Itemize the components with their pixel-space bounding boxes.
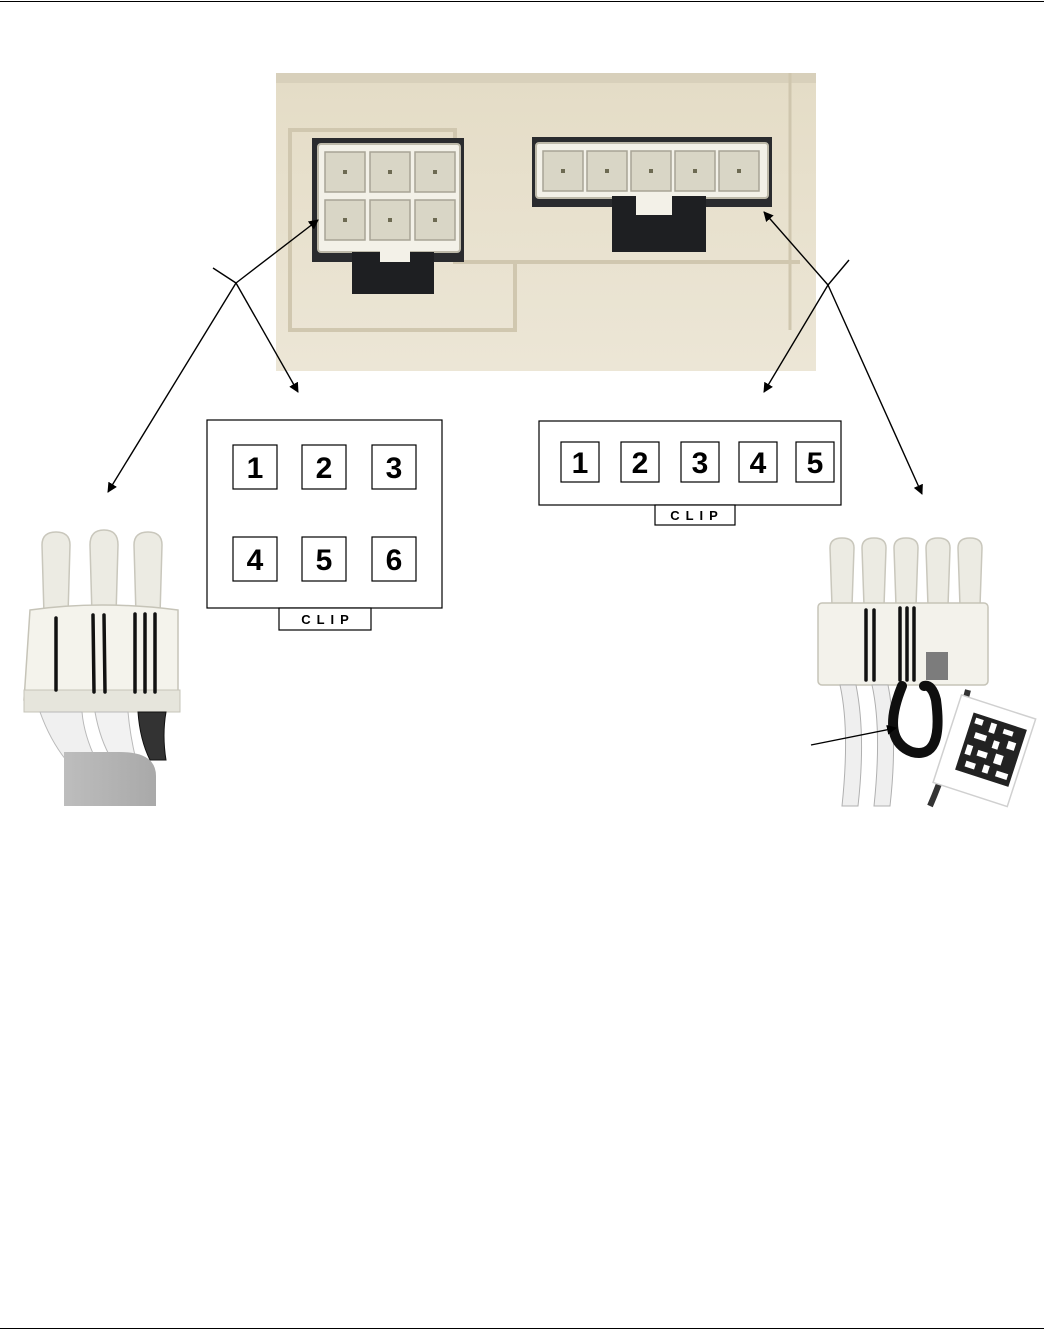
six-pin-number-5: 5 — [316, 544, 333, 577]
six-pin-clip-label: CLIP — [301, 612, 355, 627]
five-pin-clip-label: CLIP — [670, 508, 724, 523]
right-connector-plug-photo — [818, 538, 1036, 807]
six-pin-number-2: 2 — [316, 452, 333, 485]
five-pin-number-1: 1 — [572, 447, 589, 480]
connector-panel-photo — [276, 73, 816, 371]
left-connector-plug-photo — [24, 530, 180, 806]
five-pin-number-4: 4 — [750, 447, 767, 480]
five-pin-number-5: 5 — [807, 447, 824, 480]
five-pin-number-2: 2 — [632, 447, 649, 480]
six-pin-pinout-diagram: 1 2 3 4 5 6 CLIP — [207, 420, 442, 630]
six-pin-number-1: 1 — [247, 452, 264, 485]
six-pin-number-4: 4 — [247, 544, 264, 577]
six-pin-number-3: 3 — [386, 452, 403, 485]
five-pin-pinout-diagram: 1 2 3 4 5 CLIP — [539, 421, 841, 525]
six-pin-number-6: 6 — [386, 544, 403, 577]
five-pin-number-3: 3 — [692, 447, 709, 480]
